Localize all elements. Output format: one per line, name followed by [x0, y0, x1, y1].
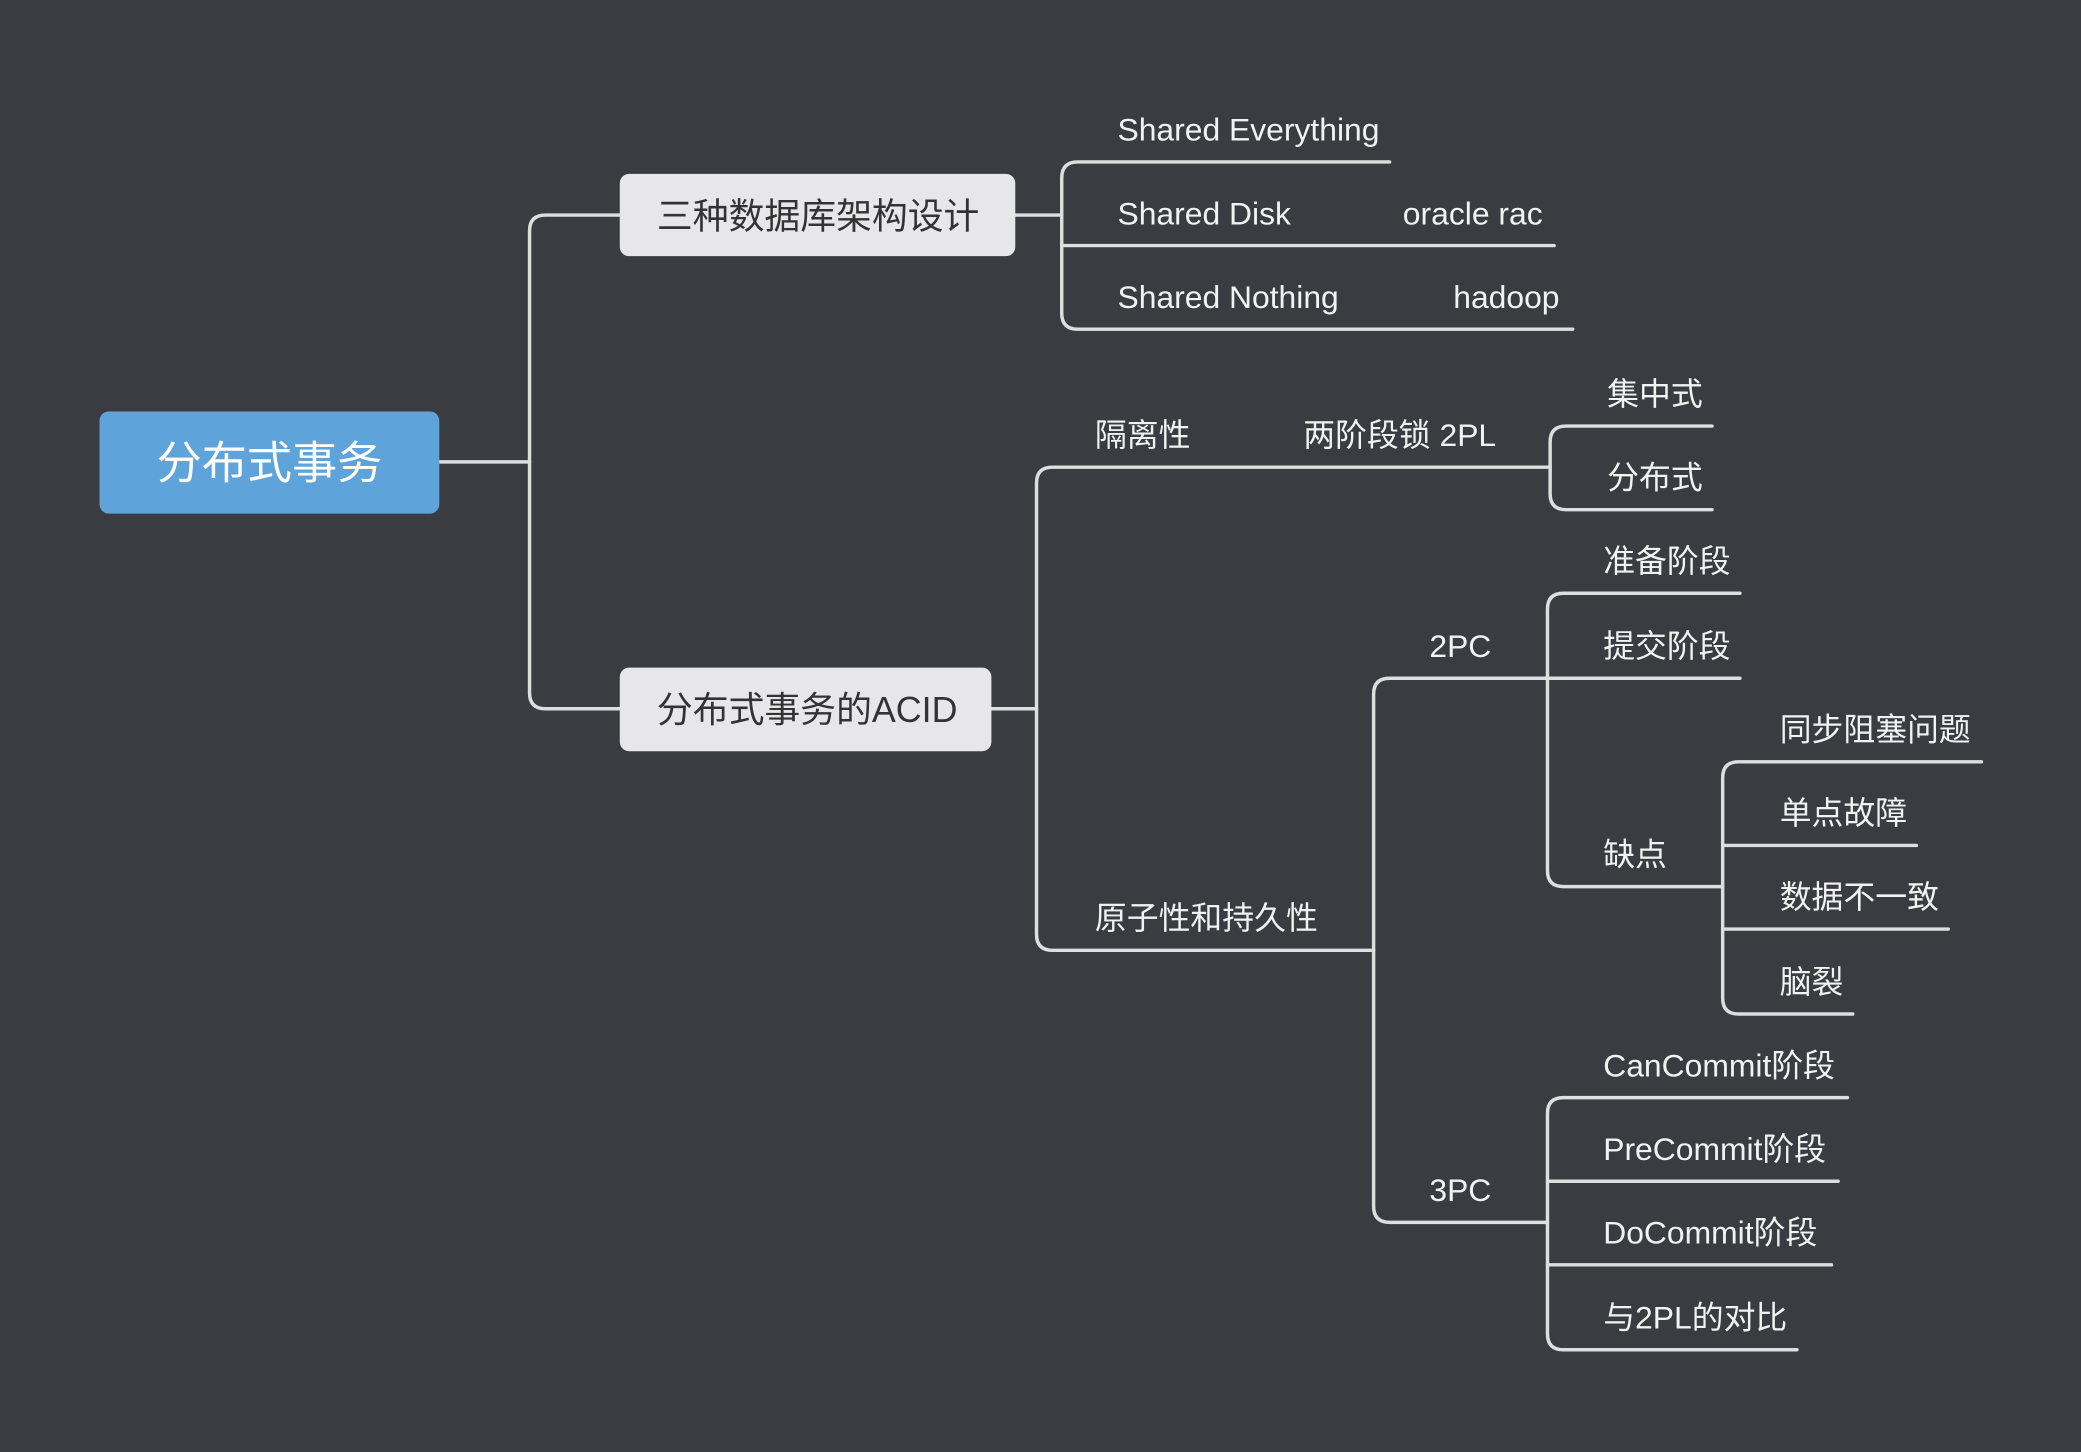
- connector-root-bracket: [527, 213, 622, 711]
- topic-centralized: 集中式: [1607, 376, 1703, 412]
- topic-isolation: 隔离性: [1095, 417, 1191, 453]
- topic-single-point-failure: 单点故障: [1780, 795, 1907, 831]
- topic-3pc: 3PC: [1429, 1172, 1491, 1208]
- root-topic: 分布式事务: [99, 411, 440, 514]
- connector-drawbacks-bracket: [1720, 760, 1984, 1016]
- branch-topic-label: 三种数据库架构设计: [657, 196, 979, 236]
- topic-cancommit: CanCommit阶段: [1603, 1047, 1835, 1083]
- topic-hadoop: hadoop: [1453, 279, 1559, 315]
- subtopics: Shared Everything Shared Disk oracle rac…: [1095, 112, 1971, 1336]
- topic-compare-2pl: 与2PL的对比: [1603, 1300, 1787, 1336]
- root-topic-label: 分布式事务: [157, 438, 383, 489]
- connector-atomicity-bracket: [1371, 676, 1550, 1225]
- connector-2pl-bracket: [1548, 424, 1714, 512]
- topic-shared-everything: Shared Everything: [1117, 112, 1379, 148]
- topic-shared-disk: Shared Disk: [1117, 195, 1291, 231]
- connectors: [437, 160, 1984, 1352]
- topic-two-phase-locking: 两阶段锁 2PL: [1303, 417, 1496, 453]
- topic-commit-phase: 提交阶段: [1603, 628, 1730, 664]
- topic-sync-blocking: 同步阻塞问题: [1780, 712, 1971, 748]
- topic-precommit: PreCommit阶段: [1603, 1131, 1826, 1167]
- topic-docommit: DoCommit阶段: [1603, 1215, 1817, 1251]
- topic-distributed: 分布式: [1607, 459, 1703, 495]
- branch-topic-box: [619, 173, 1016, 257]
- topic-shared-nothing: Shared Nothing: [1117, 279, 1338, 315]
- branch-topic-box: [619, 667, 992, 752]
- topic-data-inconsistency: 数据不一致: [1780, 879, 1939, 915]
- branch-topic-acid: 分布式事务的ACID: [619, 667, 992, 752]
- connector-acid-bracket: [1034, 465, 1552, 953]
- connector-3pc-bracket: [1545, 1095, 1850, 1352]
- topic-prepare-phase: 准备阶段: [1603, 543, 1730, 579]
- topic-split-brain: 脑裂: [1780, 964, 1844, 1000]
- topic-oracle-rac: oracle rac: [1403, 195, 1543, 231]
- topic-2pc: 2PC: [1429, 628, 1491, 664]
- connector-2pc-bracket: [1545, 591, 1742, 889]
- topic-atomicity-durability: 原子性和持久性: [1095, 900, 1318, 936]
- topic-drawbacks: 缺点: [1603, 836, 1667, 872]
- root-topic-box: [99, 411, 440, 514]
- branch-topic-label: 分布式事务的ACID: [657, 690, 958, 730]
- branch-topic-architecture: 三种数据库架构设计: [619, 173, 1016, 257]
